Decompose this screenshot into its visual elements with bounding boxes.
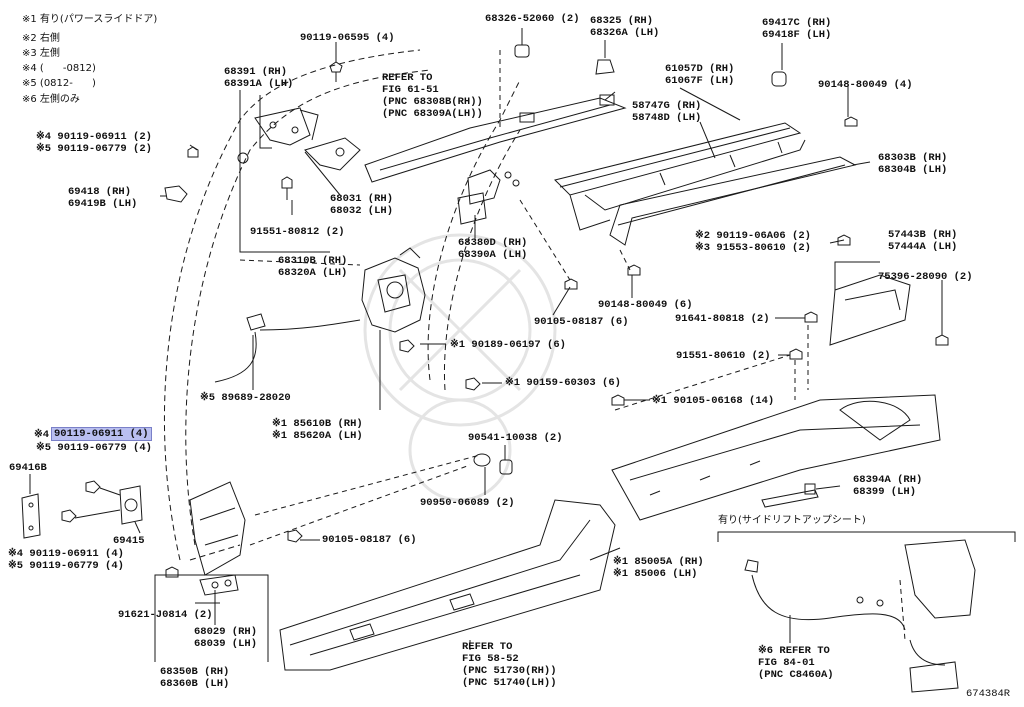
label-89689-28020[interactable]: ※5 89689-28020 xyxy=(200,392,291,404)
watermark-emblem xyxy=(365,235,555,500)
refer-to-fig-58-52[interactable]: REFER TO FIG 58-52 (PNC 51730(RH)) (PNC … xyxy=(462,641,557,689)
fasteners xyxy=(62,45,948,577)
label-58747[interactable]: 58747G (RH) 58748D (LH) xyxy=(632,100,702,124)
label-90541-10038[interactable]: 90541-10038 (2) xyxy=(468,432,563,444)
label-90119-06595[interactable]: 90119-06595 (4) xyxy=(300,32,395,44)
bracket-57443 xyxy=(830,275,910,345)
note-marker-4: ※4 xyxy=(34,429,50,441)
label-90119-06779-b[interactable]: ※5 90119-06779 (4) xyxy=(36,442,152,454)
label-90119-06911-a[interactable]: ※4 90119-06911 (2) ※5 90119-06779 (2) xyxy=(36,131,152,155)
label-91621-j0814[interactable]: 91621-J0814 (2) xyxy=(118,609,213,621)
leader-lines xyxy=(30,28,942,662)
inset-box xyxy=(718,532,1015,692)
label-75396-28090[interactable]: 75396-28090 (2) xyxy=(878,271,973,283)
label-69418[interactable]: 69418 (RH) 69419B (LH) xyxy=(68,186,138,210)
label-90148-80049-a[interactable]: 90148-80049 (4) xyxy=(818,79,913,91)
part-69416 xyxy=(22,494,40,538)
lower-hinge-68350 xyxy=(190,482,245,595)
floor-pan xyxy=(612,395,940,520)
center-rail-61057 xyxy=(555,123,805,230)
legend-note-5: ※5 (0812- ) xyxy=(22,78,96,89)
label-69415[interactable]: 69415 xyxy=(113,535,145,547)
label-90148-80049-b[interactable]: 90148-80049 (6) xyxy=(598,299,693,311)
label-85005[interactable]: ※1 85005A (RH) ※1 85006 (LH) xyxy=(613,556,704,580)
label-90950-06089[interactable]: 90950-06089 (2) xyxy=(420,497,515,509)
door-frame-outline xyxy=(164,50,520,560)
figure-id: 674384R xyxy=(966,688,1011,700)
inset-title: 有り(サイドリフトアップシート) xyxy=(718,515,866,526)
part-69415 xyxy=(120,486,142,524)
label-91551-80812[interactable]: 91551-80812 (2) xyxy=(250,226,345,238)
label-68350[interactable]: 68350B (RH) 68360B (LH) xyxy=(160,666,230,690)
legend-note-1: ※1 有り(パワースライドドア) xyxy=(22,14,158,25)
refer-to-fig-84-01[interactable]: ※6 REFER TO FIG 84-01 (PNC C8460A) xyxy=(758,645,834,681)
legend-note-3: ※3 左側 xyxy=(22,48,60,59)
lock-assembly-85610 xyxy=(215,248,425,382)
bracket-68031 xyxy=(305,138,360,170)
label-68326-52060[interactable]: 68326-52060 (2) xyxy=(485,13,580,25)
label-91551-80610[interactable]: 91551-80610 (2) xyxy=(676,350,771,362)
label-90159-60303[interactable]: ※1 90159-60303 (6) xyxy=(505,377,621,389)
label-57443[interactable]: 57443B (RH) 57444A (LH) xyxy=(888,229,958,253)
label-90105-08187-b[interactable]: 90105-08187 (6) xyxy=(322,534,417,546)
legend-note-6: ※6 左側のみ xyxy=(22,94,80,105)
label-68031[interactable]: 68031 (RH) 68032 (LH) xyxy=(330,193,394,217)
label-85610[interactable]: ※1 85610B (RH) ※1 85620A (LH) xyxy=(272,418,363,442)
label-90119-06911-c[interactable]: ※4 90119-06911 (4) ※5 90119-06779 (4) xyxy=(8,548,124,572)
label-90119-06911-b-selected[interactable]: 90119-06911 (4) xyxy=(51,427,152,441)
legend-note-4: ※4 ( -0812) xyxy=(22,63,96,74)
rod-68394 xyxy=(762,484,818,507)
guide-lines xyxy=(240,50,905,640)
side-sill-85005 xyxy=(280,500,615,670)
label-90119-06a06[interactable]: ※2 90119-06A06 (2) ※3 91553-80610 (2) xyxy=(695,230,811,254)
label-68325[interactable]: 68325 (RH) 68326A (LH) xyxy=(590,15,660,39)
label-68029[interactable]: 68029 (RH) 68039 (LH) xyxy=(194,626,258,650)
label-61057[interactable]: 61057D (RH) 61067F (LH) xyxy=(665,63,735,87)
legend-note-2: ※2 右側 xyxy=(22,33,60,44)
label-90105-08187-a[interactable]: 90105-08187 (6) xyxy=(534,316,629,328)
label-91641-80818[interactable]: 91641-80818 (2) xyxy=(675,313,770,325)
refer-to-fig-61-51[interactable]: REFER TO FIG 61-51 (PNC 68308B(RH)) (PNC… xyxy=(382,72,483,120)
label-90189-06197[interactable]: ※1 90189-06197 (6) xyxy=(450,339,566,351)
label-90105-06168[interactable]: ※1 90105-06168 (14) xyxy=(652,395,775,407)
hinge-68391 xyxy=(255,108,318,145)
label-69416[interactable]: 69416B xyxy=(9,462,47,474)
upper-rail xyxy=(365,95,625,182)
label-68303[interactable]: 68303B (RH) 68304B (LH) xyxy=(878,152,948,176)
label-68391[interactable]: 68391 (RH) 68391A (LH) xyxy=(224,66,294,90)
label-68394[interactable]: 68394A (RH) 68399 (LH) xyxy=(853,474,923,498)
label-69417[interactable]: 69417C (RH) 69418F (LH) xyxy=(762,17,832,41)
label-68380[interactable]: 68380D (RH) 68390A (LH) xyxy=(458,237,528,261)
label-68310[interactable]: 68310B (RH) 68320A (LH) xyxy=(278,255,348,279)
